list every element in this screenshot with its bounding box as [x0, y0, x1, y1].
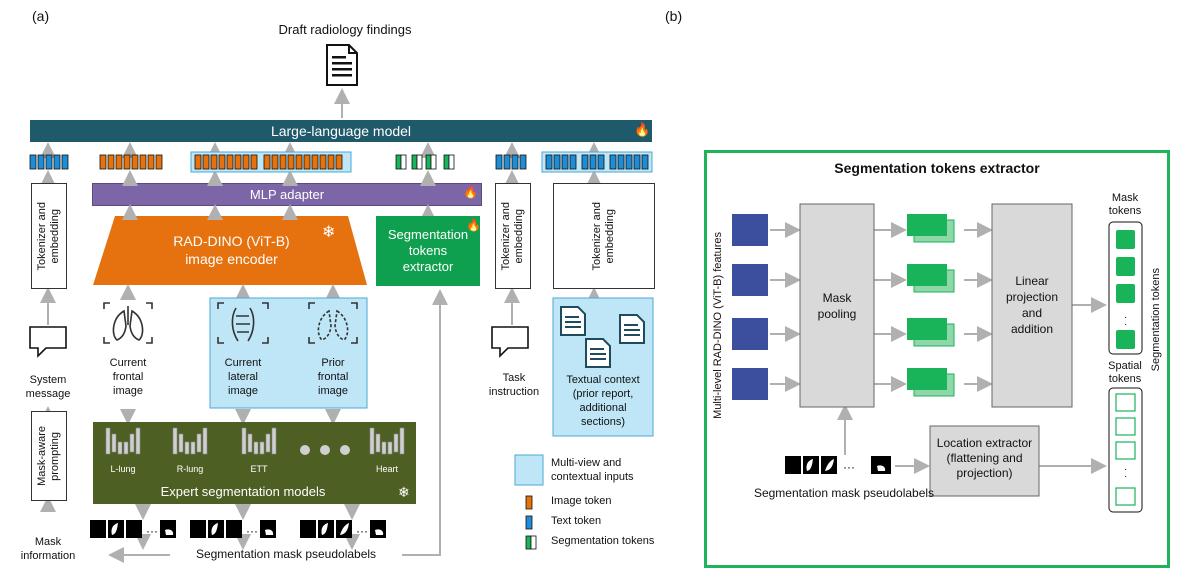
panel-a-graphics: ··· ··· ··· [29, 88, 654, 563]
image-tokens-prior [263, 154, 343, 170]
encoder-frozen-icon: ❄ [322, 224, 336, 241]
panel-b-mask-thumbnails: ··· [785, 456, 891, 474]
panel-b-frame [704, 150, 1170, 568]
features-label-text: Multi-level RAD-DINO (ViT-B) features [712, 231, 724, 419]
legend-text-token-swatch [525, 515, 533, 530]
text-tokens-task [495, 154, 527, 170]
model-label-ett: ETT [250, 464, 268, 474]
model-label-heart: Heart [375, 464, 398, 474]
task-instruction-label: Task instruction [488, 372, 540, 398]
location-extractor-box [929, 425, 1040, 497]
prior-frontal-label: Prior frontal image [317, 357, 349, 397]
tokenizer-box-system: Tokenizer and embedding [31, 183, 67, 289]
svg-text:·: · [1124, 471, 1127, 482]
legend-multiview-swatch [514, 454, 544, 486]
legend-seg-token-swatch-b [530, 535, 537, 550]
text-tokens-system [29, 154, 69, 170]
spatial-tokens-label: Spatial tokens [1108, 360, 1142, 385]
llm-label: Large-language model [270, 123, 412, 139]
panel-b-title: Segmentation tokens extractor [834, 160, 1040, 176]
output-title: Draft radiology findings [278, 22, 412, 37]
seg-pseudolabels-label: Segmentation mask pseudolabels [195, 547, 377, 561]
seg-extractor-l2: tokens [408, 243, 448, 258]
current-lateral-xray-icon [217, 302, 269, 344]
context-text-token-box [541, 151, 653, 173]
tokenizer-label-l1: Tokenizer and [591, 201, 603, 271]
svg-text:·: · [1124, 464, 1127, 475]
ellipsis-dots [300, 445, 350, 455]
expert-frozen-icon: ❄ [398, 484, 410, 500]
mask-information-label: Mask information [20, 536, 76, 562]
expert-models-label: Expert segmentation models [160, 484, 326, 499]
encoder-trapezoid [93, 216, 367, 285]
image-tokens-lateral [194, 154, 258, 170]
seg-extractor-flame-icon: 🔥 [466, 218, 481, 232]
panel-a-label: (a) [32, 8, 50, 24]
tokenizer-box-context: Tokenizer and embedding [553, 183, 655, 289]
system-message-bubble-icon [29, 326, 67, 358]
tokenizer-label-l2: embedding [604, 208, 616, 264]
svg-text:···: ··· [246, 524, 258, 538]
mask-pooling-label: Mask pooling [817, 291, 857, 321]
tokenizer-label-l1: Tokenizer and [500, 201, 512, 271]
svg-text:···: ··· [843, 460, 855, 474]
legend-seg-tokens-label: Segmentation tokens [551, 535, 655, 547]
panel-b-graphics: · · · · ··· [732, 203, 1143, 513]
linear-projection-box [991, 203, 1073, 408]
current-frontal-label: Current frontal image [109, 357, 147, 397]
seg-extractor-box: Segmentation tokens extractor [376, 216, 480, 286]
feature-blocks [732, 214, 768, 400]
segmentation-tokens-label: Segmentation tokens [1148, 220, 1164, 420]
expert-models-box [93, 422, 416, 504]
pooled-token-pairs [907, 214, 955, 397]
tokenizer-label-l1: Tokenizer and [36, 201, 48, 271]
model-label-r-lung: R-lung [176, 464, 204, 474]
svg-text:·: · [1124, 319, 1127, 330]
svg-text:···: ··· [356, 524, 368, 538]
mask-pooling-box [799, 203, 875, 408]
legend-image-token-label: Image token [551, 495, 612, 507]
segmentation-tokens [395, 154, 455, 170]
model-label-l-lung: L-lung [110, 464, 136, 474]
location-extractor-label: Location extractor (flattening and proje… [936, 436, 1033, 480]
tokenizer-label-l2: embedding [49, 208, 61, 264]
linear-projection-label: Linear projection and addition [1005, 274, 1059, 336]
seg-extractor-l1: Segmentation [387, 227, 469, 242]
legend-image-token-swatch [525, 495, 533, 510]
mask-tokens-label: Mask tokens [1108, 192, 1142, 217]
task-instruction-bubble-icon [491, 326, 529, 358]
mlp-flame-icon: 🔥 [463, 185, 478, 199]
legend-seg-token-swatch-a [525, 535, 532, 550]
features-label: Multi-level RAD-DINO (ViT-B) features [708, 200, 728, 450]
segmentation-tokens-text: Segmentation tokens [1150, 268, 1162, 372]
llm-bar: Large-language model [30, 120, 652, 142]
report-document-icon [326, 44, 358, 86]
mask-prompt-l2: prompting [49, 431, 61, 481]
image-tokens-current-frontal [99, 154, 163, 170]
legend-multiview-label: Multi-view and contextual inputs [551, 457, 634, 483]
current-lateral-label: Current lateral image [224, 357, 262, 397]
mask-aware-prompting-box: Mask-aware prompting [31, 411, 67, 501]
tokenizer-label-l2: embedding [513, 208, 525, 264]
text-tokens-context [545, 154, 649, 170]
current-frontal-xray-icon [103, 302, 153, 344]
encoder-label-l2: image encoder [185, 251, 278, 267]
panel-b-label: (b) [665, 8, 683, 24]
unet-icons [105, 427, 405, 455]
llm-flame-icon: 🔥 [634, 122, 651, 137]
svg-text:···: ··· [146, 524, 158, 538]
legend-text-token-label: Text token [551, 515, 602, 527]
mask-prompt-l1: Mask-aware [36, 426, 48, 486]
seg-extractor-l3: extractor [402, 259, 454, 274]
tokenizer-box-task: Tokenizer and embedding [495, 183, 531, 289]
textual-context-label: Textual context (prior report, additiona… [566, 374, 640, 428]
svg-text:·: · [1124, 312, 1127, 323]
mask-thumbnails: ··· ··· ··· [90, 520, 386, 538]
mlp-adapter-label: MLP adapter [249, 187, 325, 202]
panel-b-pseudolabels-label: Segmentation mask pseudolabels [753, 486, 935, 500]
prior-frontal-xray-icon [308, 302, 358, 344]
encoder-label-l1: RAD-DINO (ViT-B) [173, 233, 290, 249]
encoder-label: RAD-DINO (ViT-B) image encoder [115, 232, 348, 268]
system-message-label: System message [25, 374, 71, 400]
